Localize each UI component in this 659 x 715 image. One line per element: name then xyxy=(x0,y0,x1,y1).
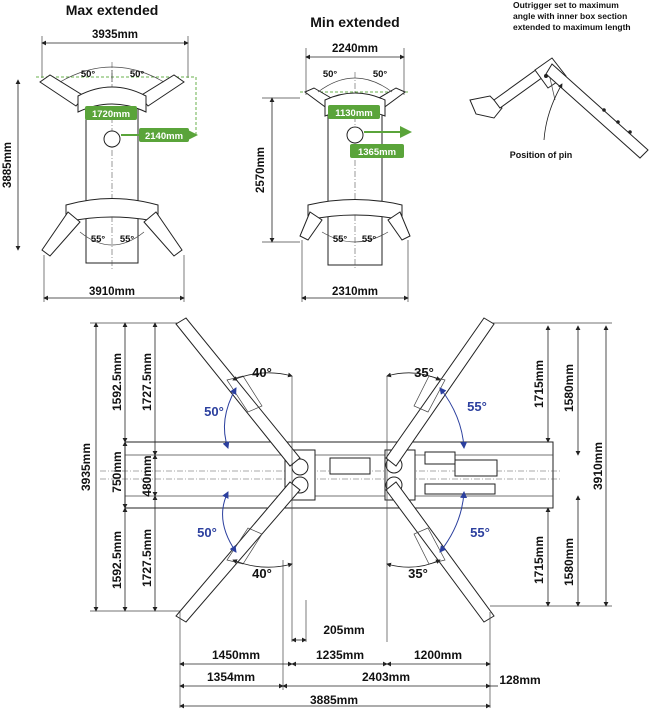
svg-text:1715mm: 1715mm xyxy=(532,536,546,584)
dim-1235: 1235mm xyxy=(316,648,364,662)
dim-3885: 3885mm xyxy=(310,693,358,707)
angle-bottom-right: 55° xyxy=(120,234,135,245)
dim-128: 128mm xyxy=(499,673,540,687)
svg-text:2140mm: 2140mm xyxy=(145,131,183,142)
dim-height: 3885mm xyxy=(2,142,14,188)
center-pivot xyxy=(103,130,121,148)
angle-left: 50° xyxy=(81,69,96,80)
angle-bl-40: 40° xyxy=(252,566,272,581)
green-label-2140 xyxy=(139,128,189,142)
plan-view: 40° 40° 35° 35° 50° 50° 55° 55° 3935mm 1… xyxy=(79,317,612,709)
svg-text:3910mm: 3910mm xyxy=(591,442,605,490)
outrigger-top-left xyxy=(39,74,85,107)
dim-205: 205mm xyxy=(323,623,364,637)
svg-text:480mm: 480mm xyxy=(140,455,154,496)
angle-tr-35: 35° xyxy=(414,365,434,380)
angle-tr-55: 55° xyxy=(467,399,487,414)
angle-right: 50° xyxy=(130,69,145,80)
green-label-1365 xyxy=(350,144,404,158)
svg-text:1727.5mm: 1727.5mm xyxy=(140,529,154,587)
svg-text:1365mm: 1365mm xyxy=(358,147,396,158)
outrigger-bottom-right xyxy=(143,211,183,257)
dim-width-top-min: 2240mm xyxy=(332,43,378,55)
angle-tl-50: 50° xyxy=(204,404,224,419)
svg-text:1580mm: 1580mm xyxy=(562,364,576,412)
svg-text:55°: 55° xyxy=(362,234,377,245)
dim-width-top: 3935mm xyxy=(92,29,138,41)
svg-text:1580mm: 1580mm xyxy=(562,538,576,586)
outrigger-top-right xyxy=(139,74,185,107)
angle-tl-40: 40° xyxy=(252,365,272,380)
angle-br-35: 35° xyxy=(408,566,428,581)
dim-width-bottom: 3910mm xyxy=(89,286,135,298)
svg-text:1130mm: 1130mm xyxy=(335,108,373,119)
outrigger-foot xyxy=(469,95,503,119)
dim-1450: 1450mm xyxy=(212,648,260,662)
svg-text:50°: 50° xyxy=(373,69,388,80)
dim-width-bottom-min: 2310mm xyxy=(332,286,378,298)
svg-text:angle with inner box section: angle with inner box section xyxy=(513,11,627,21)
svg-text:extended to maximum length: extended to maximum length xyxy=(513,22,631,32)
min-extended-title: Min extended xyxy=(310,14,399,30)
svg-text:750mm: 750mm xyxy=(110,451,124,492)
pin-label: Position of pin xyxy=(510,150,573,160)
angle-bottom-left: 55° xyxy=(91,234,106,245)
svg-text:1592.5mm: 1592.5mm xyxy=(110,353,124,411)
outrigger-plan-bottom-left xyxy=(175,481,301,623)
dim-1200: 1200mm xyxy=(414,648,462,662)
svg-text:55°: 55° xyxy=(333,234,348,245)
green-label-1720 xyxy=(85,106,137,120)
max-extended-view: Max extended 3935mm 50° 50° 1720mm 2140m… xyxy=(2,2,198,302)
outrigger-detail-view: Outrigger set to maximum angle with inne… xyxy=(469,0,649,160)
svg-text:1592.5mm: 1592.5mm xyxy=(110,531,124,589)
svg-text:3935mm: 3935mm xyxy=(79,443,93,491)
svg-text:50°: 50° xyxy=(323,69,338,80)
angle-bl-50: 50° xyxy=(197,525,217,540)
outrigger-bottom-left xyxy=(41,211,81,257)
angle-br-55: 55° xyxy=(470,525,490,540)
svg-text:1727.5mm: 1727.5mm xyxy=(140,353,154,411)
svg-text:Outrigger set to maximum: Outrigger set to maximum xyxy=(513,0,619,10)
outrigger-beam xyxy=(545,63,649,159)
max-extended-title: Max extended xyxy=(66,2,159,18)
dim-1354: 1354mm xyxy=(207,670,255,684)
svg-text:1715mm: 1715mm xyxy=(532,360,546,408)
svg-text:1720mm: 1720mm xyxy=(92,109,130,120)
dim-height-min: 2570mm xyxy=(255,147,267,193)
min-extended-view: Min extended 2240mm 50° 50° 1130mm 1365m… xyxy=(255,14,412,302)
dim-2403: 2403mm xyxy=(362,670,410,684)
green-label-1130 xyxy=(328,105,380,119)
outrigger-plan-top-left xyxy=(175,317,301,467)
